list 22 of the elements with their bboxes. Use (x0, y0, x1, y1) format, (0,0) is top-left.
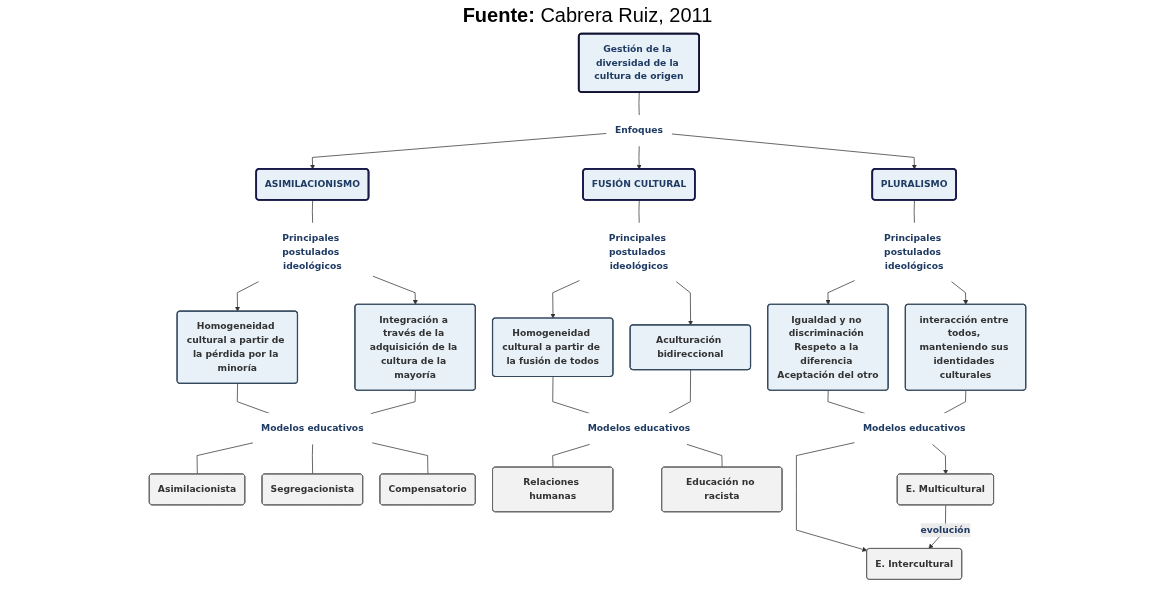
connector (638, 199, 640, 224)
node-text: Principales postulados ideológicos (884, 232, 944, 271)
connector (913, 199, 915, 224)
connector (371, 442, 429, 475)
edge-label: evolución (920, 524, 971, 536)
connector (311, 444, 313, 475)
node-text: Modelos educativos (261, 422, 364, 434)
connector (196, 442, 254, 475)
connector (311, 199, 313, 224)
connector (236, 383, 270, 414)
connector (552, 444, 591, 468)
node-text: Modelos educativos (587, 422, 691, 434)
node-text: Principales postulados ideológicos (282, 232, 342, 271)
node-text: Modelos educativos (862, 422, 966, 434)
connector (686, 444, 723, 468)
connector (943, 390, 967, 414)
node-text: Principales postulados ideológicos (608, 232, 669, 271)
node-text: Enfoques (615, 124, 663, 136)
connector (370, 390, 416, 415)
connector (827, 390, 866, 414)
connector (638, 91, 640, 116)
source-caption: Fuente: Cabrera Ruiz, 2011 (462, 4, 713, 26)
